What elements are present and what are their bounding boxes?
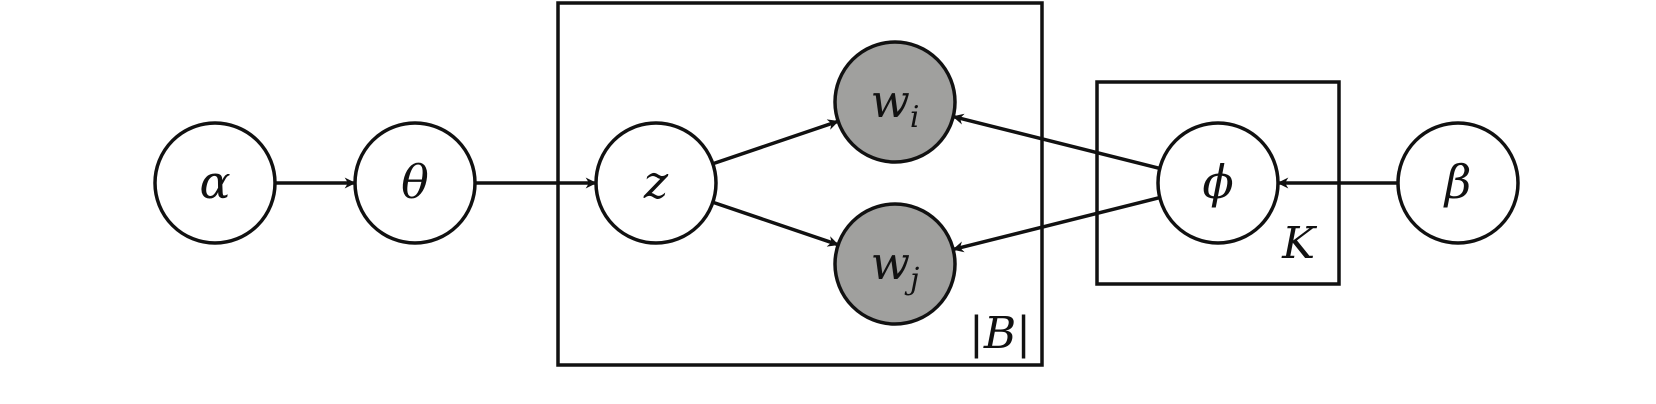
node-w-i-circle [833,40,957,164]
node-theta-label: θ [401,155,429,209]
node-alpha-label: α [199,155,230,209]
plate-K-label: K [1281,218,1317,269]
node-phi-label: ϕ [1202,155,1233,209]
node-beta-circle [1396,121,1520,245]
node-w-i-label: wi [871,74,920,135]
node-alpha-circle [153,121,277,245]
node-beta: β [1396,121,1520,245]
node-phi-circle [1156,121,1280,245]
node-phi: ϕ [1156,121,1280,245]
nodes-layer: α θ z wi wj [153,40,1520,326]
node-z: z [594,121,718,245]
node-w-j-label: wj [871,236,920,297]
edge-phi-to-wj [952,195,1161,253]
node-w-i: wi [833,40,957,164]
node-alpha: α [153,121,277,245]
node-z-label: z [643,155,669,209]
node-w-j-circle [833,202,957,326]
plate-B-label: |B| [969,308,1031,359]
edges-layer [275,113,1398,253]
plates-layer: |B| K [556,1,1341,367]
node-beta-label: β [1443,155,1472,209]
node-theta-circle [353,121,477,245]
node-theta: θ [353,121,477,245]
edge-z-to-wi [712,119,839,166]
edge-phi-to-wi [952,113,1161,171]
edge-z-to-wj [712,200,839,247]
node-w-j: wj [833,202,957,326]
node-z-circle [594,121,718,245]
